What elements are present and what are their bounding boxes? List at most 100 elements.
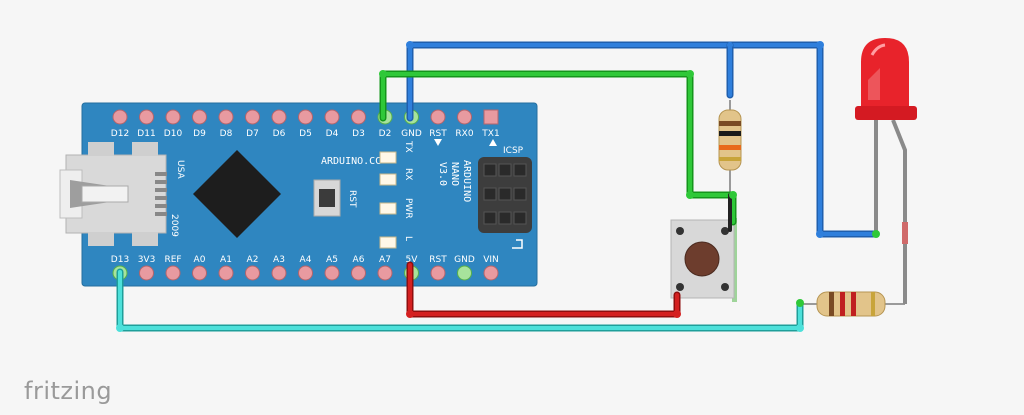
bottom-pin-label-rst: RST bbox=[429, 255, 447, 265]
wire-joint bbox=[379, 70, 387, 78]
top-pin-pad-d11[interactable] bbox=[139, 109, 154, 125]
resistor-band bbox=[829, 292, 834, 316]
resistor-band bbox=[840, 292, 845, 316]
top-pin-pad-d3[interactable] bbox=[351, 109, 366, 125]
board-name-line-2: NANO bbox=[449, 162, 460, 186]
red-led[interactable] bbox=[855, 38, 917, 304]
led-highlight bbox=[870, 43, 886, 56]
status-leds bbox=[379, 151, 397, 249]
bottom-pin-pad-3v3[interactable] bbox=[139, 265, 154, 281]
top-pin-pad-d8[interactable] bbox=[218, 109, 234, 125]
led-label-rx: RX bbox=[403, 168, 413, 180]
bottom-pin-pad-gnd[interactable] bbox=[457, 265, 472, 281]
bottom-pin-pad-rst[interactable] bbox=[430, 265, 446, 281]
wire-endpoints bbox=[116, 41, 880, 332]
icsp-label: ICSP bbox=[503, 146, 524, 156]
fritzing-logo: fritzing bbox=[24, 377, 112, 405]
top-pin-pad-d12[interactable] bbox=[112, 109, 128, 125]
board-name-line-3: V3.0 bbox=[437, 162, 448, 186]
bottom-pin-pad-a0[interactable] bbox=[192, 265, 207, 281]
top-pin-label-d5: D5 bbox=[299, 129, 312, 139]
led-lead-anode bbox=[891, 119, 907, 304]
bottom-pin-pad-a4[interactable] bbox=[298, 265, 313, 281]
pin-marker-up bbox=[489, 139, 497, 146]
top-pin-label-rst: RST bbox=[429, 129, 447, 139]
button-corner-dot bbox=[676, 283, 684, 291]
bottom-pin-pad-a6[interactable] bbox=[351, 265, 366, 281]
bottom-pin-label-3v3: 3V3 bbox=[138, 255, 156, 265]
bottom-pin-pad-a5[interactable] bbox=[324, 265, 340, 281]
bottom-pin-label-vin: VIN bbox=[483, 255, 499, 265]
resistor-horizontal[interactable] bbox=[800, 291, 905, 317]
bottom-pin-label-a3: A3 bbox=[273, 255, 285, 265]
button-cap[interactable] bbox=[684, 241, 720, 277]
top-pin-pad-d5[interactable] bbox=[298, 109, 313, 125]
top-pin-label-d11: D11 bbox=[137, 129, 155, 139]
reset-button[interactable] bbox=[313, 179, 341, 217]
wire-joint bbox=[673, 310, 681, 318]
wire-joint bbox=[727, 42, 733, 48]
bottom-pin-label-d13: D13 bbox=[111, 255, 129, 265]
top-pin-pad-d9[interactable] bbox=[192, 109, 207, 125]
button-corner-dot bbox=[676, 227, 684, 235]
top-pin-label-d6: D6 bbox=[273, 129, 286, 139]
resistor-band bbox=[719, 145, 741, 150]
button-corner-dot bbox=[721, 283, 729, 291]
usb-pads bbox=[155, 172, 167, 216]
button-corner-dot bbox=[721, 227, 729, 235]
top-pin-pad-rx0[interactable] bbox=[457, 109, 472, 125]
top-pin-label-d8: D8 bbox=[220, 129, 233, 139]
top-pin-pad-d6[interactable] bbox=[271, 109, 287, 125]
top-pin-pad-rst[interactable] bbox=[430, 109, 446, 125]
top-pin-label-rx0: RX0 bbox=[455, 129, 473, 139]
brand-label: ARDUINO.CC bbox=[321, 156, 381, 167]
bottom-pin-label-a6: A6 bbox=[353, 255, 365, 265]
year-label: 2009 bbox=[169, 214, 179, 237]
wire-5v-red-core bbox=[408, 263, 679, 316]
bottom-pin-pad-ref[interactable] bbox=[165, 265, 181, 281]
top-pin-label-d10: D10 bbox=[164, 129, 183, 139]
bottom-pin-pad-a3[interactable] bbox=[271, 265, 287, 281]
top-pin-pad-d10[interactable] bbox=[165, 109, 181, 125]
led-label-tx: TX bbox=[403, 140, 413, 153]
led-lead-mark bbox=[902, 222, 908, 244]
bottom-pin-pad-a2[interactable] bbox=[245, 265, 260, 281]
bottom-pin-label-a1: A1 bbox=[220, 255, 232, 265]
bottom-pin-label-a4: A4 bbox=[300, 255, 312, 265]
bottom-pin-pad-a7[interactable] bbox=[377, 265, 393, 281]
bottom-pin-label-a7: A7 bbox=[379, 255, 391, 265]
bottom-pin-pad-vin[interactable] bbox=[483, 265, 499, 281]
bottom-pin-pad-a1[interactable] bbox=[218, 265, 234, 281]
wire-joint bbox=[729, 191, 737, 199]
top-pin-label-d4: D4 bbox=[326, 129, 339, 139]
bottom-pin-label-ref: REF bbox=[164, 255, 181, 265]
resistor-band bbox=[719, 131, 741, 136]
resistor-vertical[interactable] bbox=[718, 100, 742, 195]
pin-marker-down bbox=[434, 139, 442, 146]
top-pin-label-d2: D2 bbox=[379, 129, 392, 139]
arduino-nano-board[interactable]: USA 2009 RST ARDUINO.CC TX RX PWR L V3.0… bbox=[59, 102, 538, 287]
push-button[interactable] bbox=[670, 218, 737, 302]
wire-joint bbox=[406, 310, 414, 318]
usb-connector bbox=[59, 142, 167, 246]
top-pin-pad-d7[interactable] bbox=[245, 109, 260, 125]
led-label-pwr: PWR bbox=[403, 198, 413, 219]
wire-d13-cyan-core bbox=[118, 270, 802, 330]
bottom-pin-label-5v: 5V bbox=[406, 255, 419, 265]
icsp-corner-mark bbox=[512, 239, 523, 249]
icsp-header[interactable] bbox=[478, 157, 532, 233]
top-pin-label-d7: D7 bbox=[246, 129, 259, 139]
resistor-band bbox=[871, 292, 875, 316]
resistor-band bbox=[719, 157, 741, 161]
top-pin-pad-d4[interactable] bbox=[324, 109, 340, 125]
resistor-band bbox=[851, 292, 856, 316]
wire-joint bbox=[686, 191, 694, 199]
wire-d2-green-core bbox=[381, 72, 735, 224]
wire-joint bbox=[796, 324, 804, 332]
top-pin-label-gnd: GND bbox=[401, 129, 422, 139]
top-pin-pad-tx1[interactable] bbox=[483, 109, 499, 125]
wire-joint bbox=[816, 230, 824, 238]
wire-joint bbox=[816, 41, 824, 49]
